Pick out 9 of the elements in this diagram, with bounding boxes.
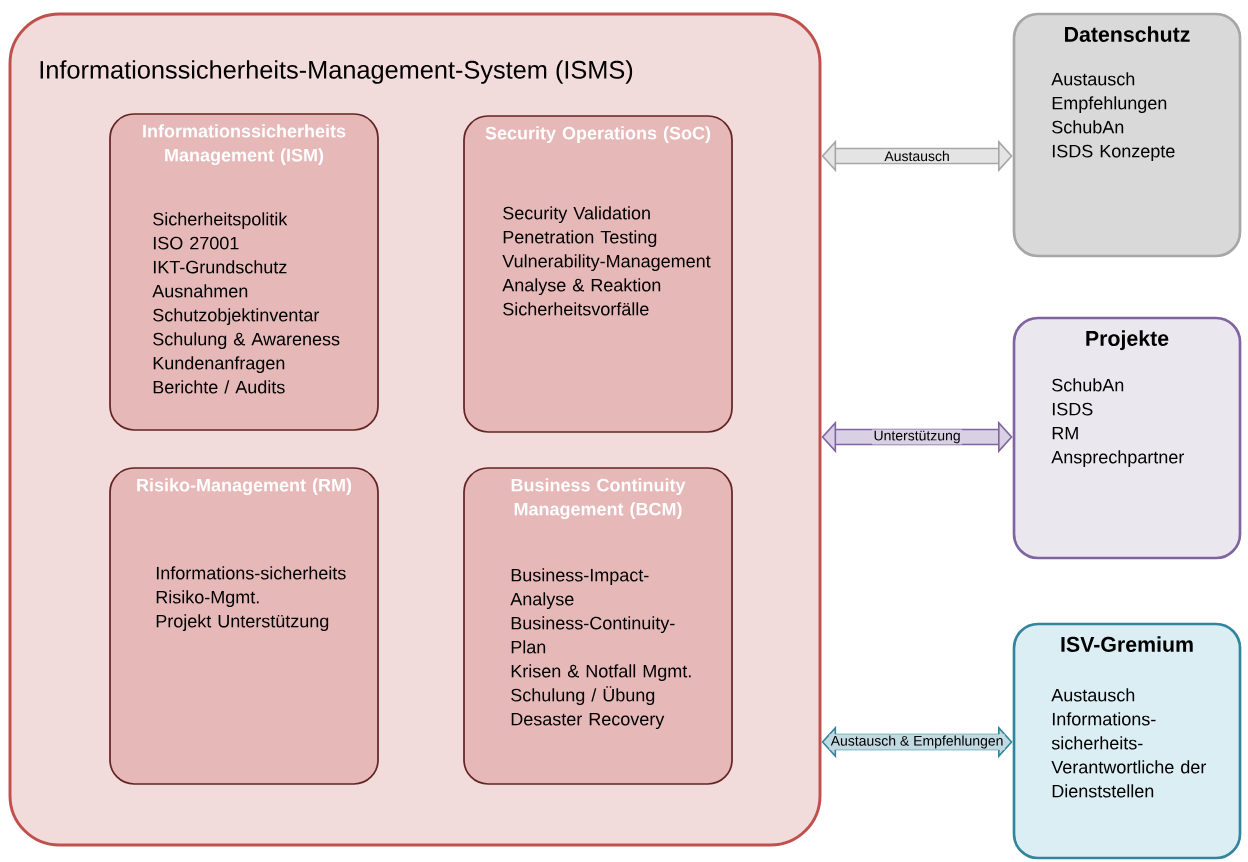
module-box: Risiko-Management (RM) Informations-sicherheits Risiko-Mgmt. Projekt Unterstützung <box>109 467 379 785</box>
module-box: Security Operations (SoC) Security Validation Penetration Testing Vulnerability-Management Analyse & Reaktion Sicherheitsvorfälle <box>463 115 733 433</box>
partner-box: ISV-Gremium Austausch Informations-sicherheits-Verantwortliche der Dienststellen <box>1012 622 1242 860</box>
double-arrow <box>821 139 1013 173</box>
partner-box: Datenschutz Austausch Empfehlungen SchubAn ISDS Konzepte <box>1012 12 1242 258</box>
partner-box: Projekte SchubAn ISDS RM Ansprechpartner <box>1012 316 1242 560</box>
module-box: Informationssicherheits Management (ISM) Sicherheitspolitik ISO 27001 IKT-Grundschutz Ausnahmen Schutzobjektinventar Schulung & Awareness Kundenanfragen Berichte / Audits <box>109 113 379 431</box>
edge-label: Unterstützung <box>872 429 962 445</box>
module-box: Business Continuity Management (BCM) Business-Impact-Analyse Business-Continuity-Plan Krisen & Notfall Mgmt. Schulung / Übung Desaster Recovery <box>463 467 733 785</box>
